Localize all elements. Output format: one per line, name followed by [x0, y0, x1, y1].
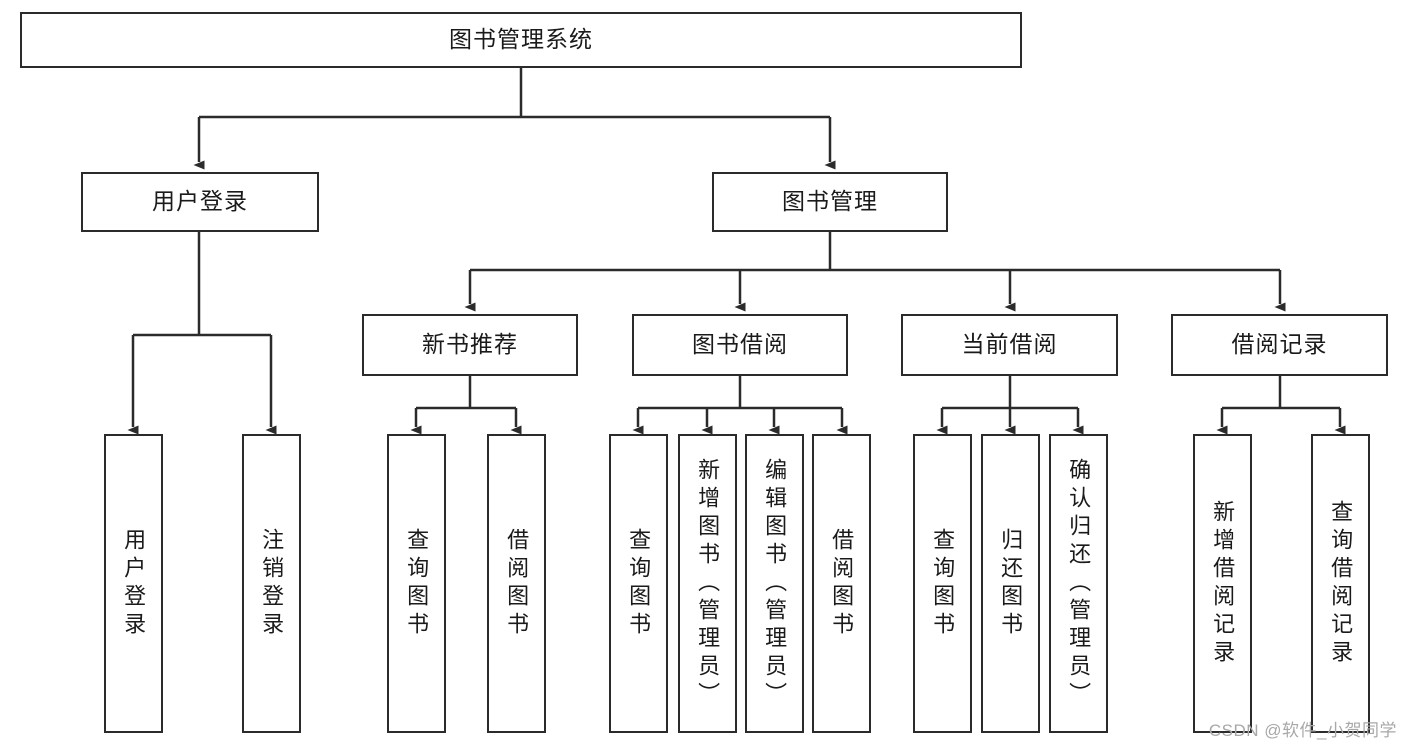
node-new-book-recommend[interactable]: 新书推荐 — [362, 314, 578, 376]
node-user-login[interactable]: 用户登录 — [81, 172, 319, 232]
leaf-label: 用户登录 — [121, 527, 147, 640]
leaf-user-login-login[interactable]: 用户登录 — [104, 434, 163, 733]
watermark: CSDN @软件_小贺同学 — [1208, 721, 1397, 740]
leaf-current-query[interactable]: 查询图书 — [913, 434, 972, 733]
node-borrow-record[interactable]: 借阅记录 — [1171, 314, 1388, 376]
leaf-label: 查询图书 — [930, 527, 956, 640]
node-user-login-label: 用户登录 — [152, 188, 248, 215]
leaf-borrow-edit-book[interactable]: 编辑图书（管理员） — [745, 434, 804, 733]
leaf-label: 注销登录 — [259, 527, 285, 640]
node-new-book-recommend-label: 新书推荐 — [422, 331, 518, 358]
leaf-record-add[interactable]: 新增借阅记录 — [1193, 434, 1252, 733]
leaf-label: 查询借阅记录 — [1328, 499, 1354, 668]
node-root-label: 图书管理系统 — [449, 26, 593, 53]
leaf-user-login-logout[interactable]: 注销登录 — [242, 434, 301, 733]
leaf-borrow-borrow-book[interactable]: 借阅图书 — [812, 434, 871, 733]
node-root[interactable]: 图书管理系统 — [20, 12, 1022, 68]
node-book-borrow-label: 图书借阅 — [692, 331, 788, 358]
node-borrow-record-label: 借阅记录 — [1231, 331, 1328, 358]
node-book-management[interactable]: 图书管理 — [712, 172, 948, 232]
node-current-borrow[interactable]: 当前借阅 — [901, 314, 1118, 376]
leaf-label: 借阅图书 — [504, 527, 530, 640]
leaf-record-query[interactable]: 查询借阅记录 — [1311, 434, 1370, 733]
leaf-borrow-add-book[interactable]: 新增图书（管理员） — [678, 434, 737, 733]
node-book-borrow[interactable]: 图书借阅 — [632, 314, 848, 376]
node-book-management-label: 图书管理 — [782, 188, 878, 215]
leaf-label: 查询图书 — [404, 527, 430, 640]
leaf-new-book-borrow[interactable]: 借阅图书 — [487, 434, 546, 733]
leaf-label: 新增图书（管理员） — [695, 457, 721, 710]
leaf-current-confirm-return[interactable]: 确认归还（管理员） — [1049, 434, 1108, 733]
leaf-label: 编辑图书（管理员） — [762, 457, 788, 710]
leaf-label: 归还图书 — [998, 527, 1024, 640]
leaf-label: 借阅图书 — [829, 527, 855, 640]
leaf-new-book-query[interactable]: 查询图书 — [387, 434, 446, 733]
leaf-label: 确认归还（管理员） — [1066, 457, 1092, 710]
node-current-borrow-label: 当前借阅 — [961, 331, 1058, 358]
leaf-current-return[interactable]: 归还图书 — [981, 434, 1040, 733]
leaf-borrow-query[interactable]: 查询图书 — [609, 434, 668, 733]
leaf-label: 查询图书 — [626, 527, 652, 640]
leaf-label: 新增借阅记录 — [1210, 499, 1236, 668]
